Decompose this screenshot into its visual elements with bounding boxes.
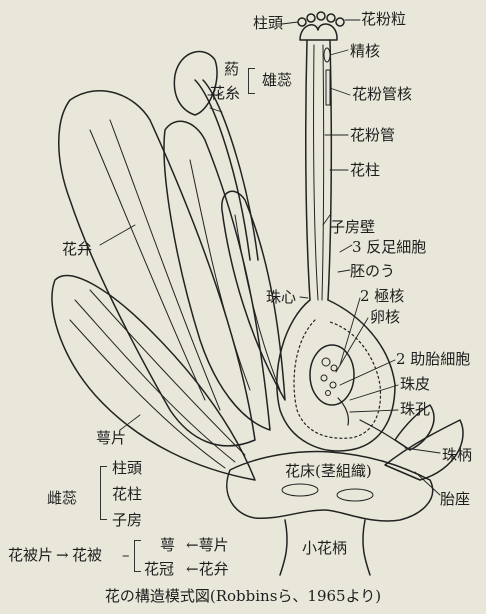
micropyle [338, 398, 348, 425]
label-pistil: 雌蕊 [47, 489, 77, 507]
stamen-filament [195, 80, 250, 260]
ovary-inner [294, 320, 380, 438]
label-dash: – [122, 546, 130, 564]
label-polar-nuclei: 2 極核 [360, 287, 404, 305]
label-stigma-top: 柱頭 [253, 14, 283, 32]
pistil-bracket [100, 466, 107, 520]
label-nucellus: 珠心 [266, 288, 296, 306]
label-pollen-tube: 花粉管 [350, 126, 395, 144]
label-pistil-ovary: 子房 [112, 511, 142, 529]
label-style: 花柱 [350, 161, 380, 179]
label-ovary-wall: 子房壁 [330, 218, 375, 236]
label-perianth: 花被 [72, 546, 102, 564]
label-corolla: 花冠 [144, 560, 174, 578]
perianth-bracket [134, 540, 141, 572]
label-funiculus: 珠柄 [442, 446, 472, 464]
petal-middle [164, 121, 270, 430]
label-integument: 珠皮 [400, 375, 430, 393]
label-calyx: 萼 [160, 536, 175, 554]
label-pollen-tube-nucleus: 花粉管核 [352, 85, 412, 103]
label-placenta: 胎座 [440, 490, 470, 508]
label-receptacle: 花床(茎組織) [285, 462, 372, 480]
label-calyx-arrow: ←萼片 [186, 536, 229, 554]
petal-back-vein [90, 130, 205, 400]
label-corolla-arrow: ←花弁 [186, 560, 229, 578]
label-pollen-grain: 花粉粒 [361, 10, 406, 28]
label-pistil-stigma: 柱頭 [112, 459, 142, 477]
label-micropyle: 珠孔 [400, 400, 430, 418]
sperm-nucleus [324, 48, 330, 62]
style-tube [306, 40, 332, 300]
pollen-tube [313, 45, 323, 300]
stamen-bracket [248, 68, 255, 94]
label-pistil-style: 花柱 [112, 485, 142, 503]
label-sepal: 萼片 [96, 429, 126, 447]
label-stamen: 雄蕊 [262, 71, 292, 89]
label-antipodal-cells: 3 反足細胞 [352, 238, 426, 256]
label-arrow-1: → [56, 546, 69, 564]
sepal-front [52, 276, 255, 480]
funiculus [360, 420, 410, 450]
stigma [300, 24, 337, 40]
figure-caption: 花の構造模式図(Robbinsら、1965より) [0, 587, 486, 605]
label-perianth-parts: 花被片 [8, 546, 53, 564]
label-synergids: 2 助胎細胞 [396, 350, 470, 368]
label-filament: 花糸 [210, 84, 240, 102]
pollen-grain [298, 18, 306, 26]
label-anther: 葯 [224, 60, 239, 78]
embryo-sac [310, 345, 354, 405]
label-sperm-nucleus: 精核 [350, 42, 380, 60]
label-egg-nucleus: 卵核 [370, 308, 400, 326]
label-pedicel: 小花柄 [302, 539, 347, 557]
label-petal: 花弁 [62, 240, 92, 258]
label-embryo-sac: 胚のう [350, 262, 395, 280]
